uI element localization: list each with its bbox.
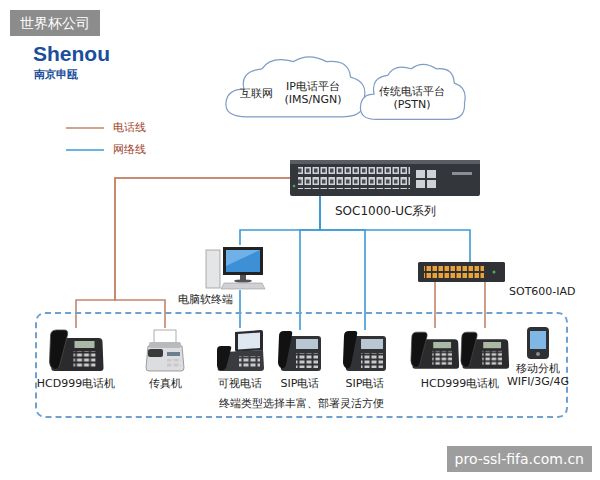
fax-terminal: 传真机 — [145, 328, 185, 372]
device-label: HCD999电话机 — [37, 377, 115, 390]
device-label: 移动分机 WIFI/3G/4G — [501, 362, 575, 388]
phone-line-sample — [66, 127, 104, 129]
network-line — [240, 196, 320, 245]
platform-name: 传统电话平台 (PSTN) — [375, 85, 449, 111]
device-label: SOT600-IAD — [509, 285, 576, 298]
terminal-illustrations — [50, 327, 550, 371]
video-phone-icon — [217, 330, 264, 371]
desk-phone-icon — [411, 332, 459, 369]
group-caption: 终端类型选择丰富、部署灵活方便 — [219, 397, 384, 410]
network-line-sample — [66, 149, 104, 151]
device-label: 电脑软终端 — [178, 293, 233, 306]
switch-device: SOC1000-UC系列 — [290, 160, 480, 196]
device-label: HCD999电话机 — [421, 377, 499, 390]
iad-illustration — [418, 262, 505, 282]
cloud-platform: 传统电话平台 (PSTN) — [356, 60, 469, 126]
fax-icon — [146, 330, 184, 371]
video-phone: 可视电话 — [215, 328, 265, 372]
phone-line — [435, 282, 485, 328]
brand-logo: Shenou — [33, 41, 110, 66]
phone-line — [76, 178, 290, 328]
cloud-shape — [360, 64, 465, 119]
network-line — [320, 196, 470, 262]
mobile-extension: 移动分机 WIFI/3G/4G — [524, 326, 552, 360]
desk-phone-icon — [50, 330, 104, 371]
platform-name: IP电话平台 (IMS/NGN) — [276, 80, 350, 106]
legend-text: 电话线 — [113, 121, 146, 135]
phone-line — [115, 178, 290, 328]
terminal-group: 终端类型选择丰富、部署灵活方便HCD999电话机传真机可视电话SIP电话SIP电… — [35, 312, 568, 418]
legend-samples — [66, 128, 104, 150]
phone-pair: HCD999电话机 — [410, 328, 510, 372]
watermark: pro-ssl-fifa.com.cn — [447, 446, 592, 472]
iad-device: SOT600-IAD — [418, 262, 505, 282]
phone-terminal: HCD999电话机 — [48, 328, 105, 372]
sip-phone-icon — [278, 331, 321, 371]
sip-phone-icon — [343, 331, 386, 371]
device-label: 可视电话 — [218, 377, 262, 390]
sip-phone: SIP电话 — [278, 330, 322, 372]
cloud-shape — [226, 57, 365, 117]
device-label: SIP电话 — [346, 377, 385, 390]
platform-name: 互联网 — [240, 87, 273, 100]
computer-illustration — [206, 247, 265, 289]
legend-text: 网络线 — [113, 143, 146, 157]
desk-phone-icon — [461, 332, 509, 369]
pc-terminal: 电脑软终端 — [205, 245, 265, 290]
sip-phone: SIP电话 — [343, 330, 387, 372]
device-label: SIP电话 — [281, 377, 320, 390]
network-line — [300, 196, 320, 330]
mobile-icon — [527, 327, 549, 359]
watermark: 世界杯公司 — [10, 10, 100, 36]
device-label: SOC1000-UC系列 — [335, 204, 436, 218]
switch-illustration — [290, 160, 480, 196]
cloud-platform: 互联网IP电话平台 (IMS/NGN) — [220, 52, 370, 124]
network-line — [239, 290, 241, 328]
device-label: 传真机 — [149, 377, 182, 390]
brand-subtitle: 南京申瓯 — [34, 67, 78, 82]
